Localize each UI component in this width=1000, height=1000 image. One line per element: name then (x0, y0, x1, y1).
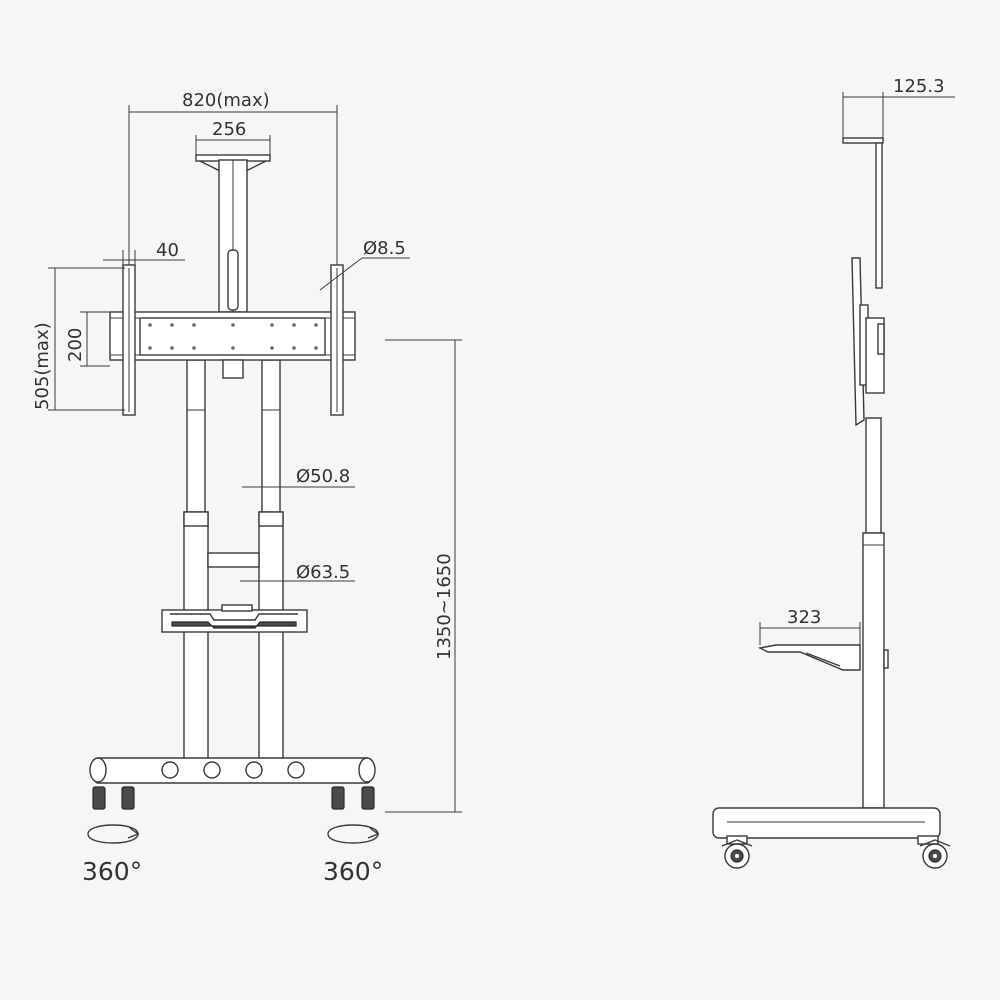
dimension-mount-height: 505(max) (32, 267, 125, 411)
hole-diameter-label: Ø8.5 (363, 238, 406, 259)
dimension-height-range: 1350~1650 (385, 339, 462, 813)
rotation-arrow-left-icon (87, 824, 140, 844)
hole-spacing-label: 200 (65, 328, 86, 362)
dimension-top-depth: 125.3 (842, 76, 955, 138)
height-range-label: 1350~1650 (434, 553, 455, 660)
side-tv-bracket (851, 257, 885, 427)
upper-tube-diameter-label: Ø50.8 (296, 466, 350, 487)
upper-tubes (186, 359, 281, 516)
side-view: 125.3 323 (712, 76, 955, 869)
rotation-arrow-right-icon (327, 824, 380, 844)
dimension-hole-spacing: 200 (65, 311, 110, 367)
rotation-label-left: 360° (82, 857, 142, 886)
mount-height-label: 505(max) (32, 322, 53, 410)
arm-holes (148, 323, 318, 350)
front-view: 360° 360° 820(max) 256 40 Ø8.5 (32, 90, 462, 886)
side-shelf (757, 644, 889, 671)
dimension-shelf-depth: 323 (759, 607, 861, 645)
side-tubes (862, 417, 885, 809)
dimension-upper-tube: Ø50.8 (242, 466, 355, 494)
middle-shelf (161, 604, 308, 633)
dimension-top-plate-width: 256 (195, 119, 271, 155)
side-top-shelf (842, 137, 884, 289)
base-bar (89, 757, 376, 784)
top-depth-label: 125.3 (893, 76, 945, 97)
side-casters (721, 839, 951, 869)
dimension-overall-width: 820(max) (128, 90, 338, 265)
camera-shelf-top (195, 154, 271, 313)
top-plate-width-label: 256 (212, 119, 246, 140)
bracket-width-label: 40 (156, 240, 179, 261)
lower-tube-diameter-label: Ø63.5 (296, 562, 350, 583)
front-casters (92, 786, 375, 810)
dimension-bracket-width: 40 (103, 240, 185, 265)
dimension-hole-diameter: Ø8.5 (319, 238, 410, 291)
side-base (712, 807, 941, 845)
rotation-label-right: 360° (323, 857, 383, 886)
dimension-lower-tube: Ø63.5 (240, 562, 355, 588)
overall-width-label: 820(max) (182, 90, 270, 111)
vesa-brackets (122, 264, 344, 416)
lower-tubes (183, 511, 284, 763)
shelf-depth-label: 323 (787, 607, 821, 628)
mounting-arm (109, 311, 356, 379)
